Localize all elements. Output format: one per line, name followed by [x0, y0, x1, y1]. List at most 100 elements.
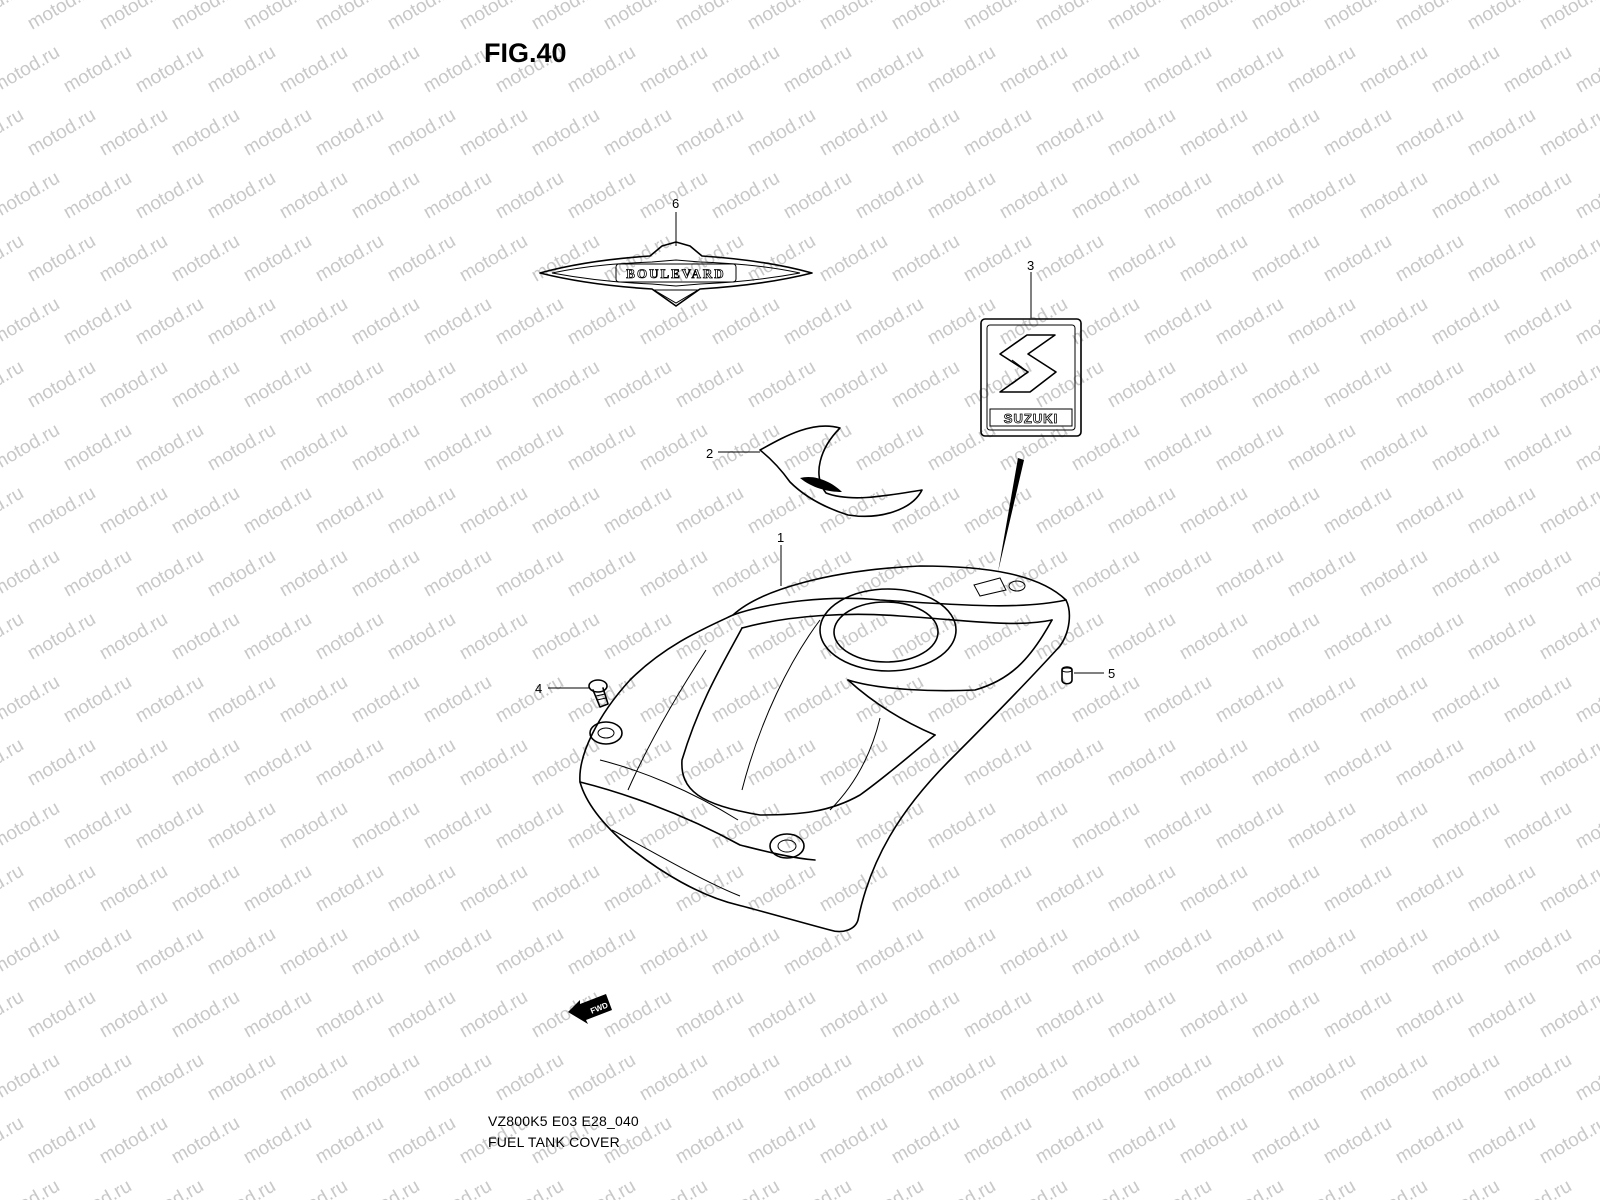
watermark-text: motod.ru — [1428, 420, 1503, 476]
fuel-tank-cover — [579, 545, 1071, 933]
watermark-text: motod.ru — [1392, 609, 1467, 665]
callout-numbers: 1 2 3 4 5 6 — [535, 196, 1115, 696]
watermark-text: motod.ru — [24, 357, 99, 413]
watermark-text: motod.ru — [996, 924, 1071, 980]
watermark-text: motod.ru — [1392, 0, 1467, 34]
watermark-text: motod.ru — [816, 0, 891, 34]
watermark-text: motod.ru — [1140, 924, 1215, 980]
watermark-text: motod.ru — [996, 672, 1071, 728]
watermark-text: motod.ru — [1104, 735, 1179, 791]
watermark-text: motod.ru — [528, 609, 603, 665]
watermark-text: motod.ru — [204, 798, 279, 854]
watermark-text: motod.ru — [1572, 1176, 1600, 1200]
watermark-text: motod.ru — [1392, 735, 1467, 791]
watermark-text: motod.ru — [996, 168, 1071, 224]
watermark-text: motod.ru — [1140, 294, 1215, 350]
watermark-text: motod.ru — [780, 798, 855, 854]
watermark-text: motod.ru — [312, 483, 387, 539]
watermark-text: motod.ru — [636, 672, 711, 728]
watermark-text: motod.ru — [1140, 420, 1215, 476]
watermark-text: motod.ru — [1464, 357, 1539, 413]
watermark-text: motod.ru — [1536, 231, 1600, 287]
watermark-text: motod.ru — [24, 735, 99, 791]
watermark-text: motod.ru — [1032, 231, 1107, 287]
watermark-text: motod.ru — [960, 1113, 1035, 1169]
watermark-text: motod.ru — [348, 294, 423, 350]
watermark-text: motod.ru — [1464, 609, 1539, 665]
watermark-text: motod.ru — [1392, 231, 1467, 287]
watermark-text: motod.ru — [924, 420, 999, 476]
watermark-text: motod.ru — [960, 231, 1035, 287]
boulevard-emblem: BOULEVARD — [539, 212, 813, 307]
watermark-text: motod.ru — [0, 42, 63, 98]
watermark-text: motod.ru — [168, 231, 243, 287]
watermark-text: motod.ru — [168, 105, 243, 161]
watermark-text: motod.ru — [600, 609, 675, 665]
watermark-text: motod.ru — [1068, 168, 1143, 224]
watermark-text: motod.ru — [1356, 672, 1431, 728]
watermark-text: motod.ru — [1176, 483, 1251, 539]
watermark-text: motod.ru — [24, 987, 99, 1043]
watermark-text: motod.ru — [1320, 609, 1395, 665]
callout-5: 5 — [1108, 666, 1115, 681]
watermark-text: motod.ru — [960, 357, 1035, 413]
watermark-text: motod.ru — [384, 735, 459, 791]
watermark-text: motod.ru — [492, 546, 567, 602]
watermark-text: motod.ru — [24, 861, 99, 917]
watermark-text: motod.ru — [276, 924, 351, 980]
watermark-text: motod.ru — [672, 609, 747, 665]
watermark-text: motod.ru — [1284, 42, 1359, 98]
watermark-text: motod.ru — [168, 0, 243, 34]
watermark-text: motod.ru — [1428, 924, 1503, 980]
watermark-text: motod.ru — [168, 861, 243, 917]
watermark-text: motod.ru — [1248, 861, 1323, 917]
watermark-text: motod.ru — [852, 42, 927, 98]
watermark-text: motod.ru — [240, 861, 315, 917]
watermark-text: motod.ru — [708, 42, 783, 98]
watermark-text: motod.ru — [672, 1113, 747, 1169]
watermark-text: motod.ru — [1572, 546, 1600, 602]
watermark-text: motod.ru — [384, 861, 459, 917]
watermark-text: motod.ru — [924, 42, 999, 98]
watermark-text: motod.ru — [816, 231, 891, 287]
watermark-text: motod.ru — [384, 609, 459, 665]
watermark-text: motod.ru — [1068, 924, 1143, 980]
watermark-text: motod.ru — [924, 1176, 999, 1200]
watermark-text: motod.ru — [672, 105, 747, 161]
watermark-text: motod.ru — [1032, 1113, 1107, 1169]
watermark-text: motod.ru — [564, 546, 639, 602]
watermark-text: motod.ru — [1356, 420, 1431, 476]
watermark-text: motod.ru — [708, 672, 783, 728]
watermark-text: motod.ru — [60, 1176, 135, 1200]
watermark-text: motod.ru — [96, 735, 171, 791]
watermark-text: motod.ru — [312, 357, 387, 413]
watermark-text: motod.ru — [1464, 483, 1539, 539]
watermark-text: motod.ru — [1104, 861, 1179, 917]
watermark-text: motod.ru — [564, 798, 639, 854]
watermark-text: motod.ru — [0, 357, 27, 413]
watermark-text: motod.ru — [1392, 861, 1467, 917]
watermark-text: motod.ru — [1068, 546, 1143, 602]
watermark-text: motod.ru — [1536, 483, 1600, 539]
callout-3: 3 — [1027, 258, 1034, 273]
watermark-text: motod.ru — [1176, 861, 1251, 917]
watermark-text: motod.ru — [1320, 735, 1395, 791]
watermark-text: motod.ru — [528, 105, 603, 161]
watermark-text: motod.ru — [1068, 1176, 1143, 1200]
watermark-text: motod.ru — [1572, 1050, 1600, 1106]
watermark-text: motod.ru — [780, 420, 855, 476]
watermark-text: motod.ru — [1392, 1113, 1467, 1169]
suzuki-emblem: SUZUKI — [980, 272, 1082, 572]
watermark-text: motod.ru — [888, 231, 963, 287]
watermark-text: motod.ru — [0, 987, 27, 1043]
watermark-text: motod.ru — [672, 735, 747, 791]
watermark-text: motod.ru — [1500, 168, 1575, 224]
watermark-text: motod.ru — [420, 672, 495, 728]
watermark-text: motod.ru — [1284, 546, 1359, 602]
watermark-text: motod.ru — [240, 357, 315, 413]
watermark-text: motod.ru — [0, 420, 63, 476]
watermark-text: motod.ru — [708, 294, 783, 350]
watermark-text: motod.ru — [996, 1050, 1071, 1106]
watermark-text: motod.ru — [1536, 0, 1600, 34]
watermark-text: motod.ru — [1392, 105, 1467, 161]
